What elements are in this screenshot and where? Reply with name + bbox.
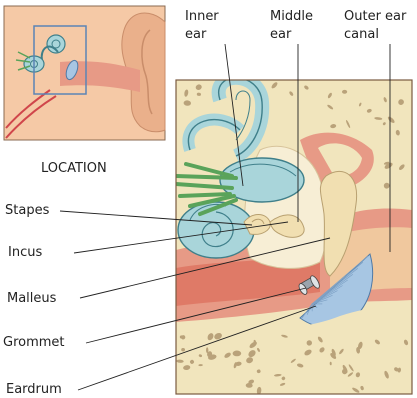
label-stapes: Stapes	[5, 203, 50, 218]
label-middle-ear: Middle ear	[270, 9, 313, 42]
label-eardrum: Eardrum	[6, 382, 62, 397]
svg-text:ear: ear	[270, 27, 292, 42]
label-inner-ear: Inner ear	[185, 9, 219, 42]
label-inner-ear-line2: ear	[185, 27, 207, 42]
label-outer-ear-canal: Outer ear canal	[344, 9, 407, 42]
label-incus: Incus	[8, 245, 42, 260]
svg-text:Inner: Inner	[185, 9, 219, 24]
label-outer-ear-canal-line2: canal	[344, 27, 379, 42]
label-malleus: Malleus	[7, 291, 57, 306]
main-cross-section	[176, 78, 412, 395]
location-caption: LOCATION	[41, 161, 107, 176]
svg-text:Middle: Middle	[270, 9, 313, 24]
label-inner-ear-line1: Inner	[185, 9, 219, 24]
label-middle-ear-line2: ear	[270, 27, 292, 42]
svg-text:ear: ear	[185, 27, 207, 42]
svg-text:canal: canal	[344, 27, 379, 42]
label-outer-ear-canal-line1: Outer ear	[344, 9, 407, 24]
bone-spot	[233, 351, 242, 357]
label-middle-ear-line1: Middle	[270, 9, 313, 24]
location-inset	[4, 6, 165, 140]
label-grommet: Grommet	[3, 335, 65, 350]
svg-text:Outer ear: Outer ear	[344, 9, 407, 24]
